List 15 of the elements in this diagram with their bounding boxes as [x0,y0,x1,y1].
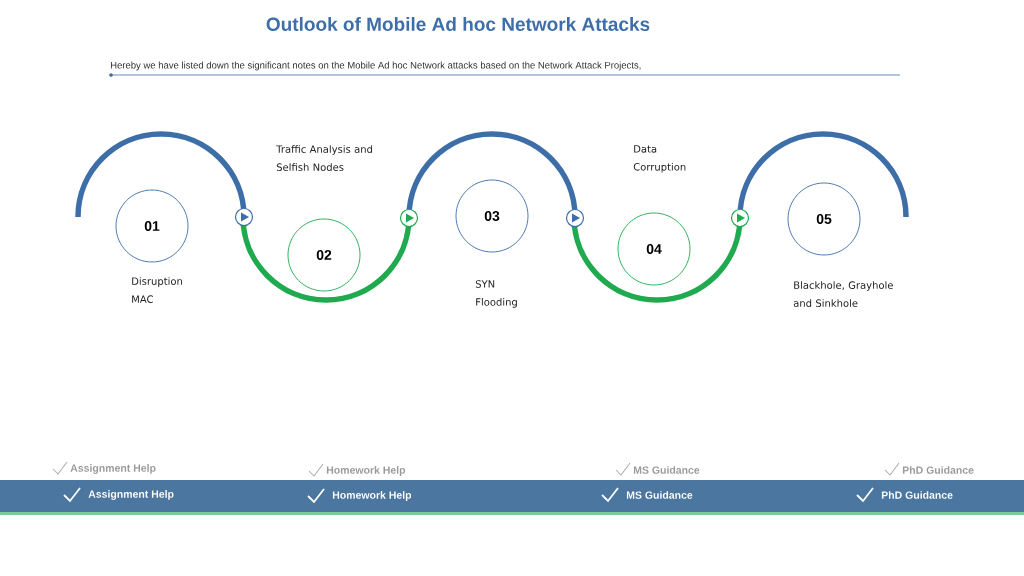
service-label: Homework Help [332,491,412,501]
caption-text: Data Corruption [633,145,686,173]
title: Outlook of Mobile Ad hoc Network Attacks [266,17,650,31]
reflection-text: Assignment Help [70,464,156,474]
caption-text: Blackhole, Grayhole and Sinkhole [793,281,893,307]
service-label: MS Guidance [626,491,693,499]
reflection-text: Homework Help [326,466,406,476]
service-label: PhD Guidance [881,491,953,499]
caption-text: Disruption MAC [132,277,182,303]
reflection-text: PhD Guidance [902,466,974,474]
caption-text: Traffic Analysis and Selfish Nodes [276,145,373,171]
caption-text: SYN Flooding [475,280,517,308]
reflection-text: MS Guidance [633,466,700,474]
subtitle: Hereby we have listed down the significant notes on the Mobile Ad hoc Network attacks based on the Network Attack Projects, [111,61,641,71]
service-label: Assignment Help [88,490,174,500]
